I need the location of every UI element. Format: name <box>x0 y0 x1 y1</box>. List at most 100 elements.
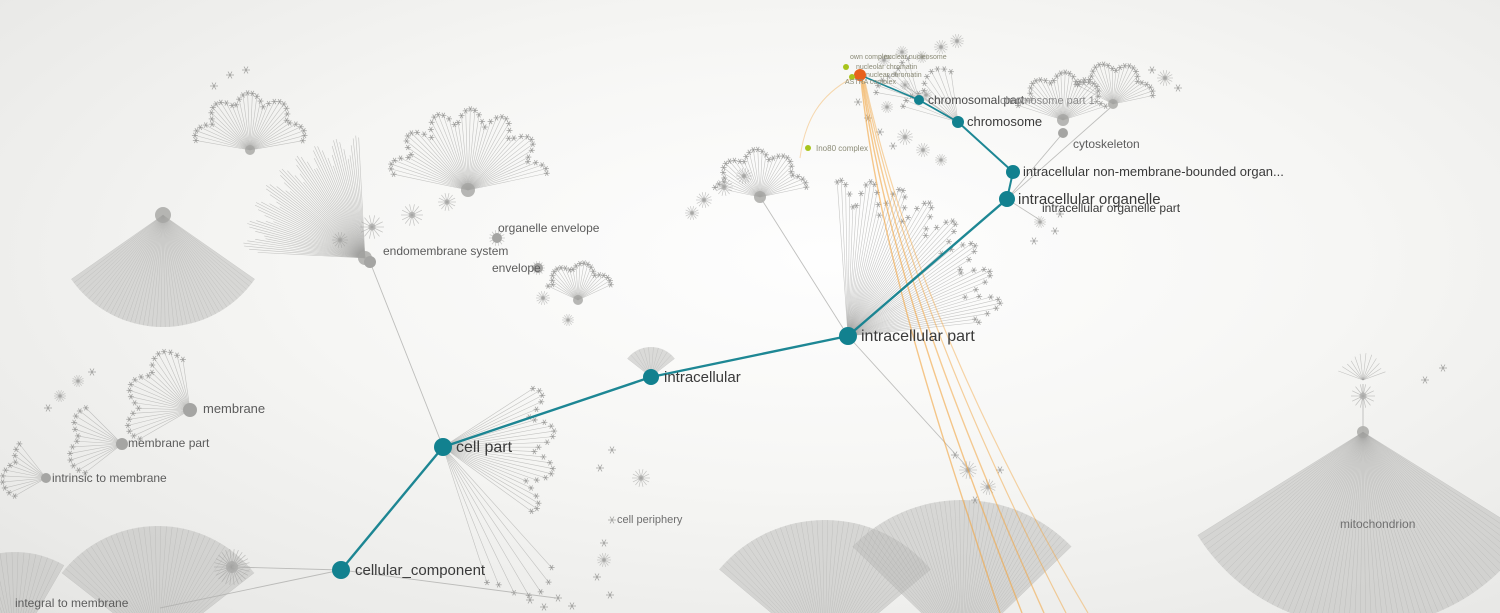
node-label-chromosome[interactable]: chromosome <box>967 114 1042 129</box>
cluster-hub-node[interactable] <box>461 183 475 197</box>
cluster-hub-node[interactable] <box>155 207 171 223</box>
graph-edge-selected-path <box>442 375 652 449</box>
cluster-spoke <box>577 264 589 301</box>
cluster-spoke <box>467 108 471 191</box>
node-intracellular[interactable] <box>643 369 659 385</box>
node-label-non_membrane_organelle[interactable]: intracellular non-membrane-bounded organ… <box>1023 164 1284 179</box>
cluster-spoke <box>76 214 164 287</box>
tip-asterisk <box>194 128 199 134</box>
node-nucleosome_orange[interactable] <box>854 69 866 81</box>
cluster-hub-node[interactable] <box>245 145 255 155</box>
cluster-hub-node[interactable] <box>1057 114 1069 126</box>
node-chromosome[interactable] <box>952 116 964 128</box>
node-organelle_envelope_node[interactable] <box>492 233 502 243</box>
tip-asterisk <box>541 454 546 460</box>
cluster-hub-node[interactable] <box>754 191 766 203</box>
tip-asterisk <box>1031 237 1037 245</box>
tip-asterisk <box>1135 78 1140 85</box>
cluster-spoke <box>332 165 366 259</box>
tiny-complex-label[interactable]: nuclear nucleosome <box>884 54 947 61</box>
term-cluster <box>736 168 752 184</box>
node-label-intracellular_part[interactable]: intracellular part <box>861 328 975 345</box>
cluster-spoke <box>249 122 290 151</box>
term-label[interactable]: chromosome part 1 <box>1000 95 1095 107</box>
cluster-spoke <box>355 135 366 259</box>
node-membrane_part_node[interactable] <box>116 438 128 450</box>
term-label[interactable]: intracellular organelle part <box>1042 201 1181 215</box>
node-cell_part[interactable] <box>434 438 452 456</box>
cluster-hub-node[interactable] <box>573 295 583 305</box>
tip-asterisk <box>900 59 905 66</box>
cluster-spoke <box>178 542 221 613</box>
node-label-cell_part[interactable]: cell part <box>456 439 513 456</box>
node-chromosomal_part[interactable] <box>914 95 924 105</box>
node-cytoskeleton_node[interactable] <box>1058 128 1068 138</box>
tip-asterisk <box>0 479 5 485</box>
cluster-hub-node[interactable] <box>1108 99 1118 109</box>
term-label[interactable]: integral to membrane <box>15 596 129 610</box>
cluster-spoke <box>74 429 123 445</box>
term-label[interactable]: membrane <box>203 401 265 416</box>
term-cluster <box>632 469 650 487</box>
tip-asterisk <box>1097 61 1102 68</box>
tiny-complex-label[interactable]: nuclear chromatin <box>866 72 922 79</box>
node-cellular_component[interactable] <box>332 561 350 579</box>
tiny-complex-label[interactable]: own complex <box>850 54 891 61</box>
cluster-sector <box>0 552 64 613</box>
cluster-spoke <box>569 269 579 301</box>
node-envelope_node[interactable] <box>533 263 543 273</box>
cluster-spoke <box>467 164 543 191</box>
node-intracellular_organelle[interactable] <box>999 191 1015 207</box>
cluster-spoke <box>830 521 844 613</box>
node-intrinsic_node[interactable] <box>41 473 51 483</box>
cluster-spoke <box>910 508 949 613</box>
node-endomembrane_node[interactable] <box>364 256 376 268</box>
cluster-spoke <box>1031 98 1064 121</box>
node-non_membrane_organelle[interactable] <box>1006 165 1020 179</box>
cluster-spoke <box>759 174 794 198</box>
node-label-intracellular[interactable]: intracellular <box>664 369 741 386</box>
node-green_complex_b[interactable] <box>849 74 855 80</box>
cluster-spoke <box>986 524 1045 613</box>
term-cluster <box>696 192 712 208</box>
node-ino80_complex[interactable] <box>805 145 811 151</box>
tip-asterisk <box>539 398 544 405</box>
node-label-intracellular_organelle[interactable]: intracellular organelle <box>1018 191 1161 208</box>
tiny-complex-label[interactable]: ASTRA complex <box>845 79 896 86</box>
tiny-complex-label[interactable]: nucleolar chromatin <box>856 64 917 71</box>
cluster-spoke <box>183 549 230 613</box>
tiny-complex-label[interactable]: Ino80 complex <box>816 144 868 153</box>
tip-asterisk <box>835 179 840 185</box>
node-membrane_node[interactable] <box>183 403 197 417</box>
cluster-spoke <box>255 231 366 259</box>
term-label[interactable]: organelle envelope <box>498 221 600 235</box>
term-label[interactable]: endomembrane system <box>383 244 508 258</box>
term-label[interactable]: intrinsic to membrane <box>52 471 167 485</box>
cluster-spoke <box>759 178 803 198</box>
term-label[interactable]: mitochondrion <box>1340 517 1415 531</box>
cluster-spoke <box>313 158 366 259</box>
term-label[interactable]: membrane part <box>128 436 210 450</box>
term-label[interactable]: envelope <box>492 261 541 275</box>
cluster-spoke <box>137 527 153 613</box>
term-label[interactable]: cell periphery <box>617 514 683 526</box>
cluster-spoke <box>276 201 366 259</box>
cluster-spoke <box>467 150 532 191</box>
cluster-spoke <box>314 146 366 259</box>
tip-asterisk <box>76 467 81 474</box>
term-label[interactable]: cytoskeleton <box>1073 137 1140 151</box>
cluster-spoke <box>924 504 953 613</box>
node-green_complex_a[interactable] <box>843 64 849 70</box>
node-intracellular_part[interactable] <box>839 327 857 345</box>
cluster-spoke <box>134 379 191 411</box>
cluster-spoke <box>577 263 581 301</box>
node-label-chromosomal_part[interactable]: chromosomal part <box>928 93 1025 107</box>
cluster-spoke <box>800 522 818 613</box>
tip-asterisk <box>131 433 136 439</box>
node-label-cellular_component[interactable]: cellular_component <box>355 562 486 579</box>
cluster-spoke <box>847 224 956 337</box>
cluster-spoke <box>162 214 170 327</box>
cluster-spoke <box>349 155 366 259</box>
